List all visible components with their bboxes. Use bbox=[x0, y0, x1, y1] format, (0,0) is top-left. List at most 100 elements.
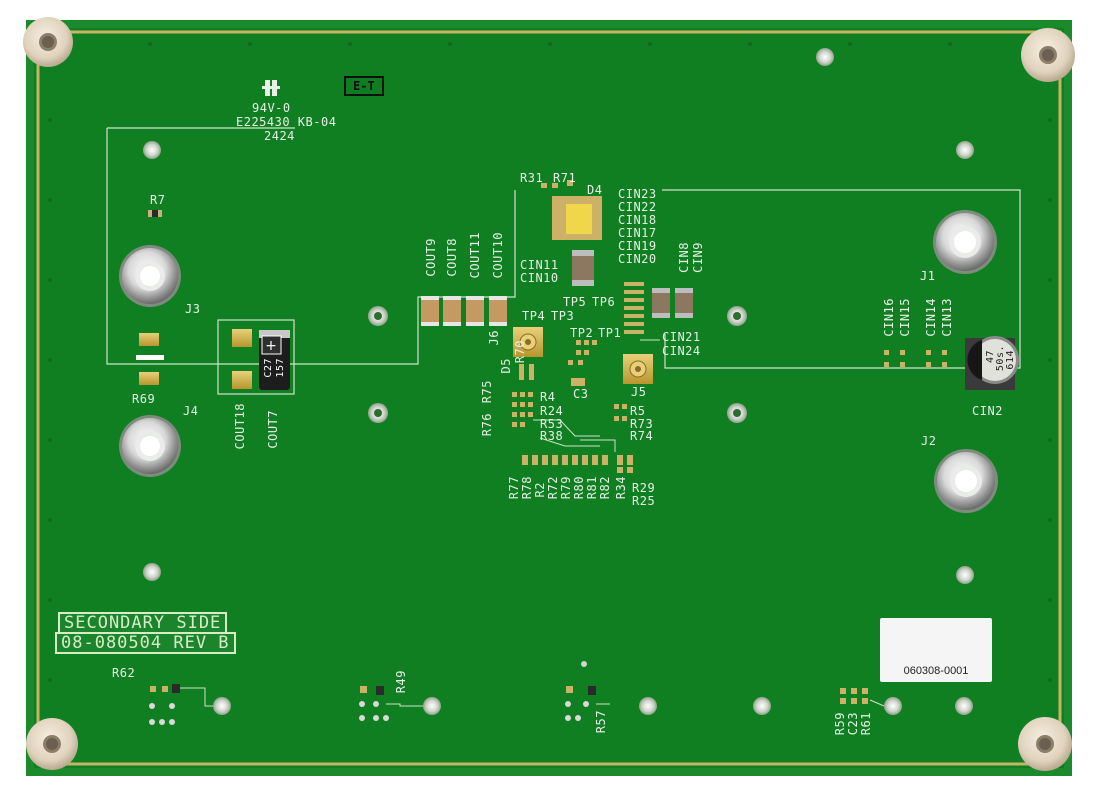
tantalum-marking-2: C27 bbox=[263, 358, 274, 378]
label-cin2: CIN2 bbox=[972, 404, 1003, 418]
label-d4: D4 bbox=[587, 183, 603, 197]
label-r78: R78 bbox=[520, 476, 534, 500]
label-r2: R2 bbox=[533, 482, 547, 498]
smd-resistor-row bbox=[522, 455, 633, 473]
label-r59: R59 bbox=[833, 712, 847, 736]
label-cin10: CIN10 bbox=[520, 271, 559, 285]
label-cin19: CIN19 bbox=[618, 239, 657, 253]
test-connectors bbox=[513, 327, 653, 384]
label-r34: R34 bbox=[614, 476, 628, 500]
label-r79: R79 bbox=[559, 476, 573, 500]
label-cin8: CIN8 bbox=[677, 242, 691, 273]
bottom-small-parts bbox=[149, 684, 868, 725]
label-tp1: TP1 bbox=[598, 326, 622, 340]
label-cin24: CIN24 bbox=[662, 344, 701, 358]
label-r49: R49 bbox=[394, 670, 408, 694]
label-r69: R69 bbox=[132, 392, 156, 406]
label-r25: R25 bbox=[632, 494, 656, 508]
stitching-vias bbox=[48, 42, 1052, 682]
label-r4: R4 bbox=[540, 390, 556, 404]
electrolytic-capacitor bbox=[965, 336, 1019, 390]
corner-standoffs bbox=[23, 17, 1075, 771]
label-j6: J6 bbox=[487, 330, 501, 346]
label-cin17: CIN17 bbox=[618, 226, 657, 240]
label-cout11: COUT11 bbox=[468, 232, 482, 279]
label-cin13: CIN13 bbox=[940, 298, 954, 337]
label-cout7: COUT7 bbox=[266, 410, 280, 449]
label-r31: R31 bbox=[520, 171, 544, 185]
label-r77: R77 bbox=[507, 476, 521, 500]
label-cin21: CIN21 bbox=[662, 330, 701, 344]
label-tp3: TP3 bbox=[551, 309, 575, 323]
flammability-rating: 94V-0 bbox=[252, 101, 291, 115]
barcode-sticker: 060308-0001 bbox=[880, 618, 992, 682]
secondary-side-label: SECONDARY SIDE bbox=[58, 612, 228, 634]
label-r72: R72 bbox=[546, 476, 560, 500]
cap-marking-3: 614 bbox=[1005, 350, 1016, 370]
label-r7: R7 bbox=[150, 193, 166, 207]
label-cin11: CIN11 bbox=[520, 258, 559, 272]
label-r82: R82 bbox=[598, 476, 612, 500]
input-cap-pads-right bbox=[884, 350, 947, 367]
plated-vias bbox=[143, 48, 974, 715]
label-j3: J3 bbox=[185, 302, 201, 316]
label-tp6: TP6 bbox=[592, 295, 616, 309]
label-j4: J4 bbox=[183, 404, 199, 418]
output-capacitors bbox=[421, 296, 507, 326]
input-section-parts bbox=[541, 180, 693, 341]
label-r75: R75 bbox=[480, 380, 494, 404]
label-cin15: CIN15 bbox=[898, 298, 912, 337]
date-code: 2424 bbox=[264, 129, 295, 143]
label-d5: D5 bbox=[499, 358, 513, 374]
label-r80: R80 bbox=[572, 476, 586, 500]
ul-logo bbox=[262, 80, 280, 96]
label-cin23: CIN23 bbox=[618, 187, 657, 201]
board-revision-label: 08-080504 REV B bbox=[55, 632, 236, 654]
label-cout18: COUT18 bbox=[233, 403, 247, 450]
small-pads-left bbox=[136, 210, 164, 385]
label-cin14: CIN14 bbox=[924, 298, 938, 337]
silkscreen-outlines bbox=[106, 127, 1021, 395]
label-cout9: COUT9 bbox=[424, 238, 438, 277]
label-cin22: CIN22 bbox=[618, 200, 657, 214]
label-tp5: TP5 bbox=[563, 295, 587, 309]
label-cin20: CIN20 bbox=[618, 252, 657, 266]
label-tp4: TP4 bbox=[522, 309, 546, 323]
label-c23: C23 bbox=[846, 712, 860, 736]
tantalum-capacitor-area: + bbox=[232, 329, 290, 390]
label-r73: R73 bbox=[630, 417, 654, 431]
label-r24: R24 bbox=[540, 404, 564, 418]
ul-file-code: E225430 KB-04 bbox=[236, 115, 337, 129]
terminal-nuts bbox=[119, 210, 998, 513]
label-cin9: CIN9 bbox=[691, 242, 705, 273]
label-r57: R57 bbox=[594, 710, 608, 734]
gold-edge-trace bbox=[36, 30, 1062, 766]
label-r71: R71 bbox=[553, 171, 577, 185]
et-marking: E-T bbox=[344, 76, 384, 96]
label-j5: J5 bbox=[631, 385, 647, 399]
label-cout8: COUT8 bbox=[445, 238, 459, 277]
label-tp2: TP2 bbox=[570, 326, 594, 340]
label-cin18: CIN18 bbox=[618, 213, 657, 227]
label-r38: R38 bbox=[540, 429, 564, 443]
label-r70: R70 bbox=[513, 340, 527, 364]
label-cout10: COUT10 bbox=[491, 232, 505, 279]
bottom-traces bbox=[180, 687, 885, 707]
label-r62: R62 bbox=[112, 666, 136, 680]
svg-text:+: + bbox=[265, 338, 277, 354]
label-r74: R74 bbox=[630, 429, 654, 443]
label-c3: C3 bbox=[573, 387, 589, 401]
center-traces bbox=[533, 419, 616, 452]
label-r81: R81 bbox=[585, 476, 599, 500]
label-j2: J2 bbox=[921, 434, 937, 448]
label-r61: R61 bbox=[859, 712, 873, 736]
label-r5: R5 bbox=[630, 404, 646, 418]
label-j1: J1 bbox=[920, 269, 936, 283]
label-r53: R53 bbox=[540, 417, 564, 431]
label-cin16: CIN16 bbox=[882, 298, 896, 337]
label-r76: R76 bbox=[480, 413, 494, 437]
smd-cluster-center bbox=[512, 340, 627, 427]
barcode-number: 060308-0001 bbox=[903, 665, 969, 677]
tantalum-marking-1: 157 bbox=[275, 358, 286, 378]
